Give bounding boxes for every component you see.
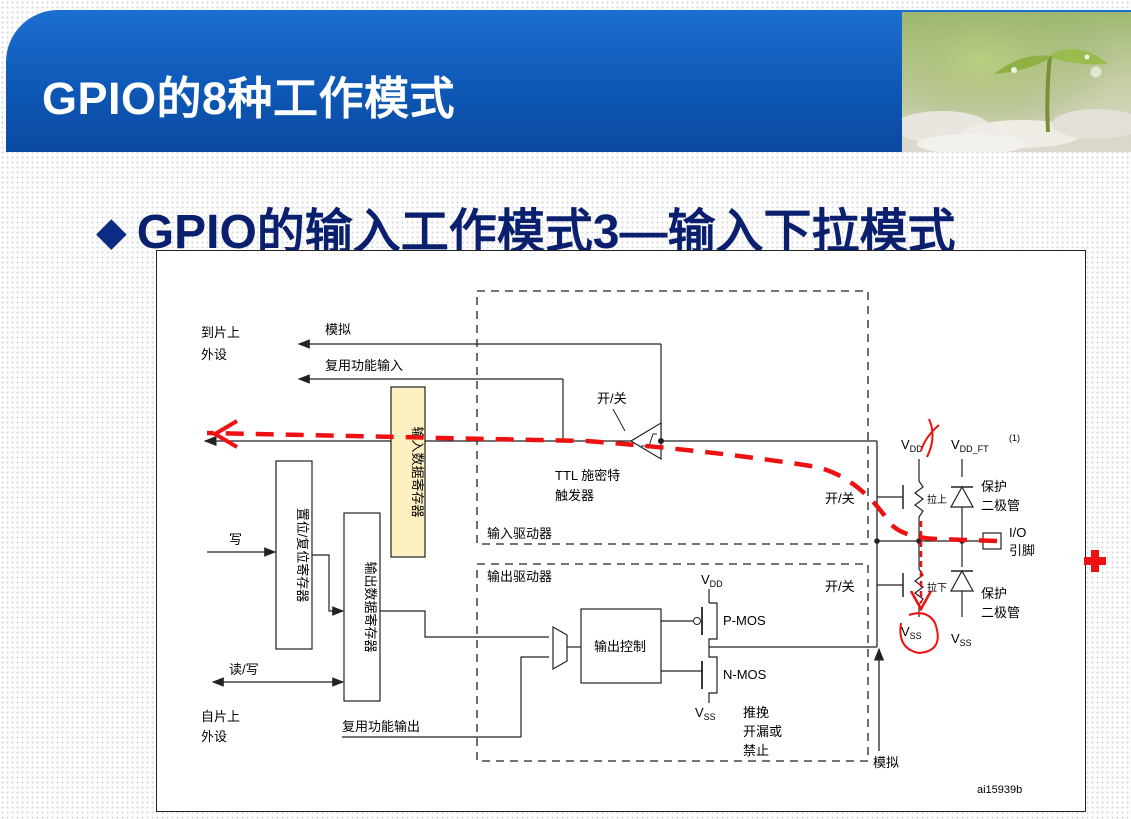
- label-onoff-pullup: 开/关: [825, 491, 855, 506]
- label-vdd-ft: V: [951, 437, 960, 452]
- label-read-write: 读/写: [229, 662, 259, 677]
- vss-circle-annotation: [899, 612, 939, 655]
- pull-down-arrow-annotation: [909, 590, 933, 612]
- label-io: I/O: [1009, 525, 1026, 540]
- signal-path-annotation: [206, 430, 998, 544]
- label-analog-bottom: 模拟: [873, 755, 899, 770]
- svg-text:VSS: VSS: [901, 624, 922, 641]
- gpio-circuit-diagram: 到片上 外设 模拟 复用功能输入 输入数据寄存器 开/关 TTL 施密特 触发器…: [156, 250, 1086, 812]
- label-output-data-reg: 输出数据寄存器: [363, 561, 378, 652]
- label-protect-bottom: 保护: [981, 586, 1007, 601]
- label-write: 写: [229, 532, 242, 547]
- label-analog: 模拟: [325, 322, 351, 337]
- label-to-onchip: 到片上: [201, 325, 240, 340]
- set-reset-register: [275, 460, 313, 650]
- protect-diode-bottom: [949, 569, 975, 592]
- label-ttl: TTL 施密特: [555, 468, 620, 483]
- label-alt-out: 复用功能输出: [342, 719, 420, 734]
- label-diode-top: 二极管: [981, 498, 1020, 513]
- label-trigger: 触发器: [555, 488, 594, 503]
- label-push-pull: 推挽: [743, 705, 769, 720]
- label-open-drain: 开漏或: [743, 724, 782, 739]
- label-pull-up: 拉上: [927, 493, 947, 506]
- label-pmos: P-MOS: [723, 613, 766, 628]
- label-set-reset-reg: 置位/复位寄存器: [295, 508, 310, 603]
- svg-text:VSS: VSS: [951, 631, 972, 648]
- output-driver-box: [476, 563, 869, 762]
- label-from-onchip: 自片上: [201, 709, 240, 724]
- nmos-transistor: [708, 647, 718, 703]
- label-output-ctrl: 输出控制: [594, 639, 646, 654]
- svg-text:VDD_FT: VDD_FT: [951, 437, 989, 454]
- label-vss-out: VSS: [695, 705, 716, 722]
- input-data-register: [390, 386, 426, 558]
- label-vdd-pullup: V: [901, 437, 910, 452]
- red-plus-icon: [1084, 550, 1106, 572]
- sprout-photo: [902, 12, 1131, 152]
- label-input-data-reg: 输入数据寄存器: [410, 426, 425, 517]
- page-title: GPIO的8种工作模式: [42, 73, 456, 124]
- label-peripheral-top: 外设: [201, 347, 227, 362]
- label-nmos: N-MOS: [723, 667, 767, 682]
- vdd-cross-annotation: [920, 418, 940, 458]
- header-banner: GPIO的8种工作模式: [0, 0, 1131, 152]
- pull-up-resistor: [914, 480, 924, 541]
- label-onoff-input: 开/关: [597, 391, 627, 406]
- label-vss-diode: V: [951, 631, 960, 646]
- label-output-driver: 输出驱动器: [487, 569, 552, 584]
- svg-text:VDD: VDD: [901, 437, 923, 454]
- label-vdd-out: VDD: [701, 572, 723, 589]
- input-driver-box: [476, 290, 869, 545]
- label-pull-down: 拉下: [927, 581, 947, 594]
- label-ref: ai15939b: [977, 784, 1022, 796]
- protect-diode-top: [949, 485, 975, 508]
- label-alt-in: 复用功能输入: [325, 358, 403, 373]
- diamond-bullet-icon: ◆: [96, 210, 127, 254]
- label-peripheral-bottom: 外设: [201, 729, 227, 744]
- label-disabled: 禁止: [743, 743, 769, 758]
- label-pin: 引脚: [1009, 543, 1035, 558]
- label-footnote: (1): [1009, 433, 1020, 443]
- label-onoff-pulldown: 开/关: [825, 579, 855, 594]
- output-mux: [552, 625, 568, 671]
- schmitt-trigger: [629, 421, 662, 461]
- label-protect-top: 保护: [981, 479, 1007, 494]
- label-diode-bottom: 二极管: [981, 605, 1020, 620]
- label-input-driver: 输入驱动器: [487, 526, 552, 541]
- output-data-register: [343, 512, 381, 702]
- label-vss-pulldown: V: [901, 624, 910, 639]
- output-control-block: [580, 608, 662, 684]
- pmos-transistor: [708, 602, 718, 647]
- signal-arrowhead-annotation: [211, 419, 239, 449]
